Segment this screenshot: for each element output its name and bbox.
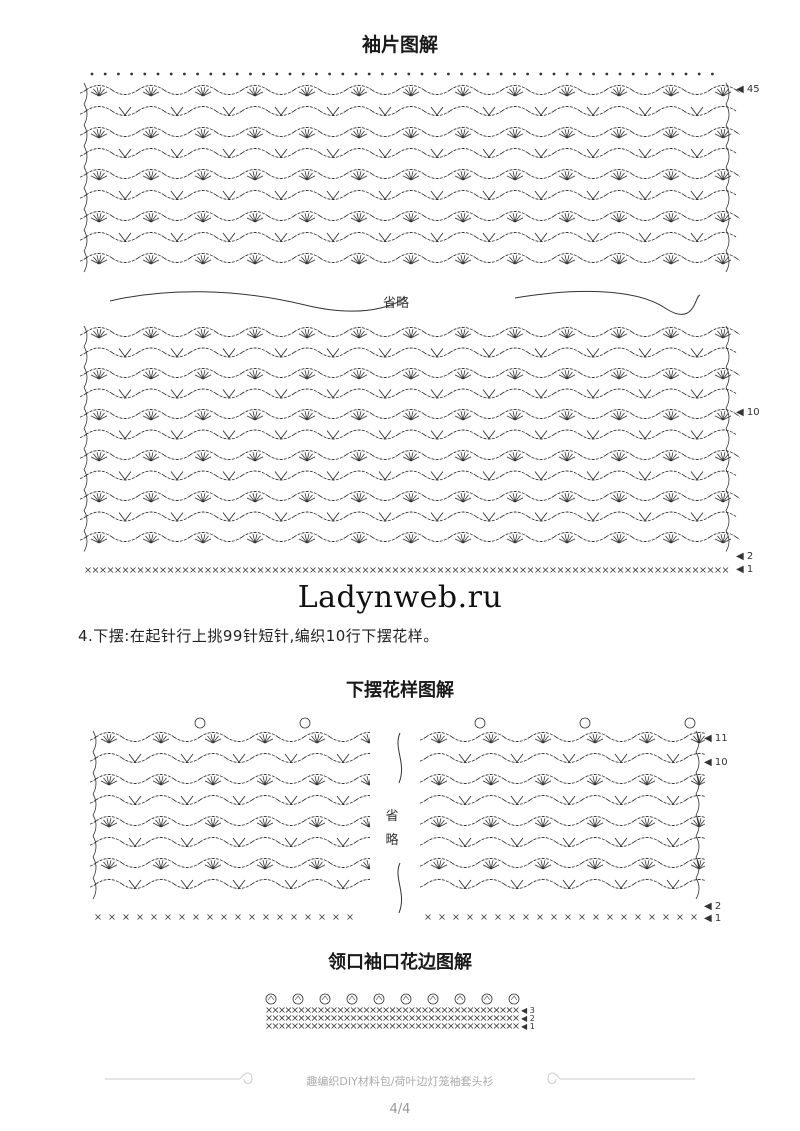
hem-row-label-11: ◀ 11 — [704, 733, 728, 744]
sleeve-row-label-10: ◀ 10 — [736, 407, 760, 418]
sleeve-row-label-45: ◀ 45 — [736, 84, 760, 95]
hem-row-label-1: ◀ 1 — [704, 913, 722, 924]
sleeve-omission-waves — [109, 290, 701, 315]
hem-omission-label: 省 略 — [385, 809, 399, 848]
sleeve-chart-lower — [80, 325, 740, 573]
hem-chart-title: 下摆花样图解 — [346, 680, 454, 701]
neck-chart-title: 领口袖口花边图解 — [328, 952, 472, 973]
hem-chart-left — [90, 717, 370, 920]
neck-row-label-1: ◀ 1 — [521, 1022, 535, 1031]
hem-chart-right — [420, 717, 705, 920]
sleeve-omission-label: 省略 — [383, 296, 410, 311]
sleeve-chart-upper — [80, 72, 740, 273]
sleeve-chart-title: 袖片图解 — [361, 34, 438, 56]
footer-caption: 趣编织DIY材料包/荷叶边灯笼袖套头衫 — [306, 1075, 494, 1088]
sleeve-row-label-1: ◀ 1 — [736, 564, 754, 575]
page-number: 4/4 — [389, 1102, 411, 1117]
neck-row-label-2: ◀ 2 — [521, 1014, 535, 1023]
instruction-text: 4.下摆:在起针行上挑99针短针,编织10行下摆花样。 — [78, 627, 439, 645]
sleeve-row-label-2: ◀ 2 — [736, 551, 754, 562]
footer-ornament — [105, 1072, 695, 1084]
hem-omission-waves — [397, 732, 403, 914]
neck-edging-chart — [265, 993, 520, 1029]
hem-row-label-2: ◀ 2 — [704, 901, 722, 912]
watermark-text: Ladynweb.ru — [297, 580, 503, 615]
neck-row-label-3: ◀ 3 — [521, 1006, 535, 1015]
hem-row-label-10: ◀ 10 — [704, 757, 728, 768]
